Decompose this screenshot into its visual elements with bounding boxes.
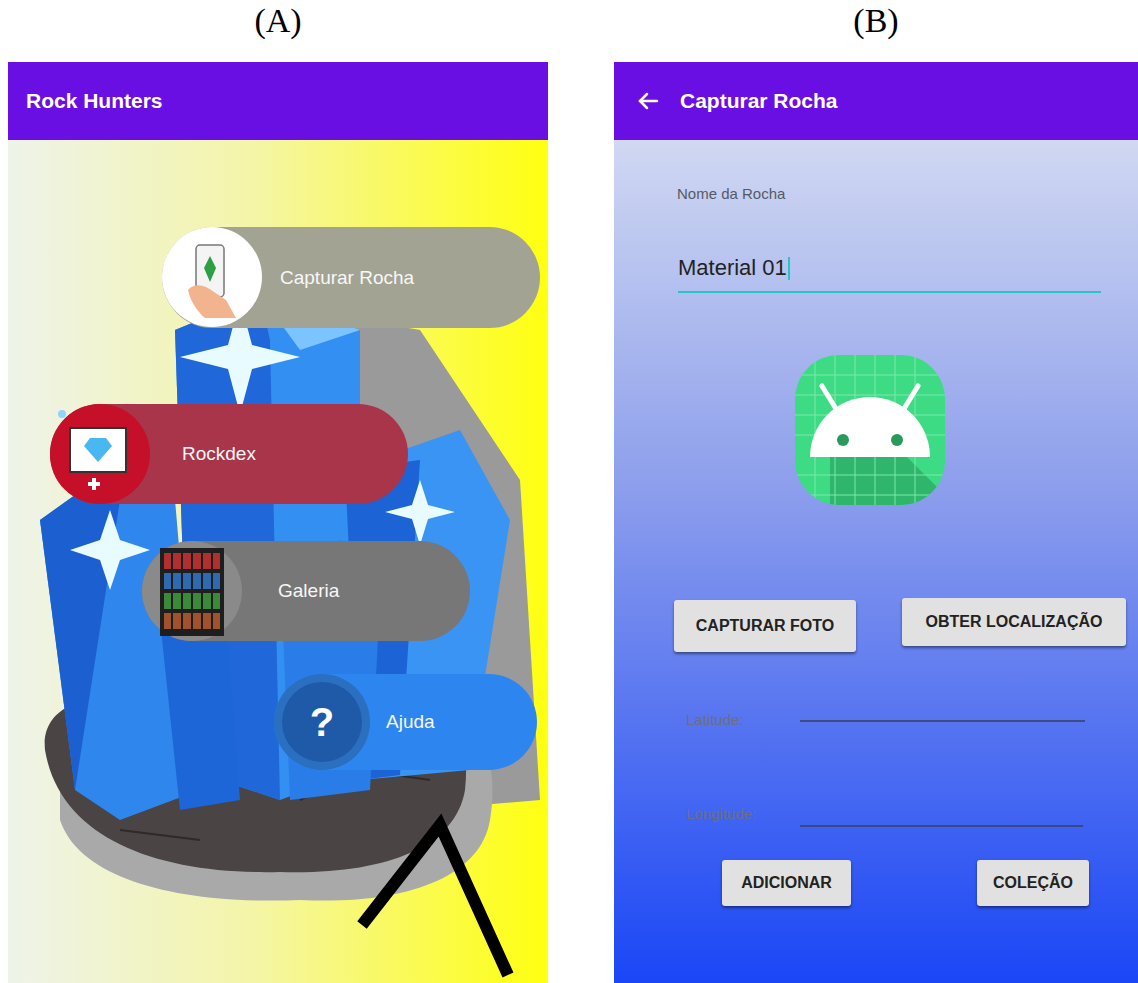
screen-background xyxy=(614,62,1138,983)
button-text: Capturar Rocha xyxy=(680,89,838,113)
menu-button: Galeria xyxy=(142,541,470,641)
button-text: CAPTURAR FOTO xyxy=(696,617,834,635)
crystal-illustration xyxy=(40,295,540,975)
field-line xyxy=(800,720,1085,722)
button-text: Capturar Rocha xyxy=(280,267,414,289)
panel-heading: (A) xyxy=(8,2,548,40)
button-text: OBTER LOCALIZAÇÃO xyxy=(926,613,1103,631)
button-text: COLEÇÃO xyxy=(993,874,1073,892)
action-button: ADICIONAR xyxy=(722,860,851,906)
phone-screen: (A)Rock HuntersCapturar RochaRockdexGale… xyxy=(8,62,548,983)
menu-button: Rockdex xyxy=(50,404,408,504)
field-label: Nome da Rocha xyxy=(677,185,785,202)
screen-background xyxy=(8,62,548,983)
android-icon xyxy=(795,355,980,560)
button-text: Galeria xyxy=(278,580,339,602)
button-text: Rockdex xyxy=(182,443,256,465)
input-underline xyxy=(678,291,1101,293)
panel-heading: (B) xyxy=(614,2,1138,40)
menu-button: Capturar Rocha xyxy=(162,227,540,328)
app-bar: Rock Hunters xyxy=(8,62,548,140)
field-line xyxy=(800,825,1083,827)
field-label: Longitude: xyxy=(686,805,756,822)
button-text: Ajuda xyxy=(386,711,435,733)
action-button: CAPTURAR FOTO xyxy=(674,600,856,652)
action-button: OBTER LOCALIZAÇÃO xyxy=(902,598,1126,646)
field-label: Latitude: xyxy=(686,711,744,728)
action-button: COLEÇÃO xyxy=(977,860,1089,906)
input-text: Material 01 xyxy=(678,255,787,281)
text-cursor xyxy=(788,257,790,280)
button-text: Rock Hunters xyxy=(26,89,163,113)
help-symbol: ? xyxy=(302,698,342,746)
app-bar: Capturar Rocha xyxy=(614,62,1138,140)
button-text: ADICIONAR xyxy=(741,874,832,892)
